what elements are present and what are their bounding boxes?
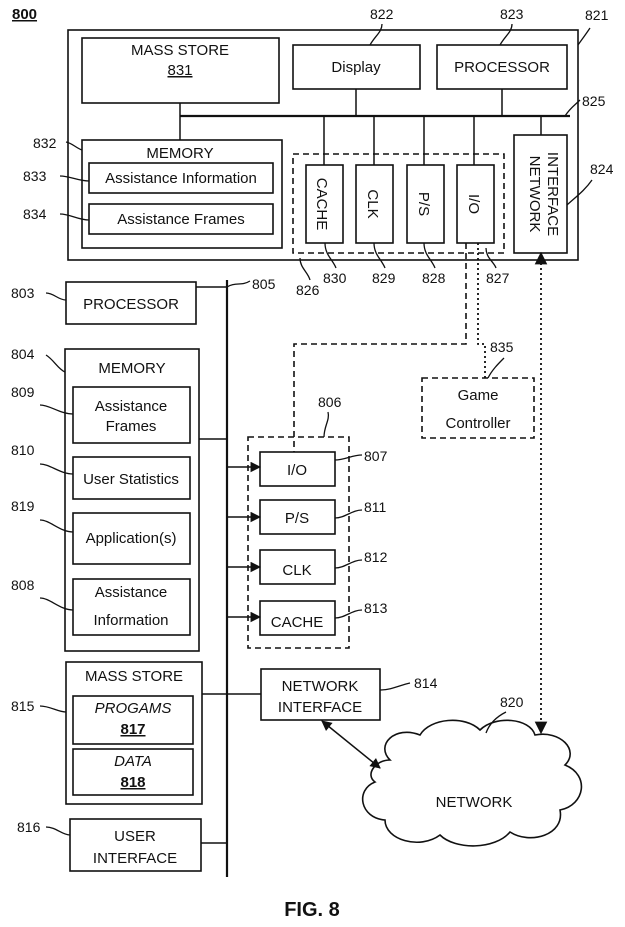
ref-main-bus: 805 [252,276,276,292]
programs-label: PROGAMS [95,700,172,717]
support-group [247,436,350,649]
game-controller-line1: Game [458,387,499,404]
network-label: NETWORK [436,794,513,811]
ref-top-io: 827 [486,270,510,286]
memory-item-2-line1: User Statistics [83,471,179,488]
ref-network: 820 [500,694,524,710]
top-support-ps-label: P/S [415,192,432,216]
figure-number: 800 [12,6,37,23]
top-memory-item-2-label: Assistance Frames [117,211,245,228]
user-interface-line2: INTERFACE [93,850,177,867]
top-ni-line2: INTERFACE [544,152,561,236]
memory-item-4-line1: Assistance [95,584,168,601]
network-interface-line1: NETWORK [282,678,359,695]
mass-store-data: DATA 818 [72,748,194,796]
memory-item-1-line1: Assistance [95,398,168,415]
ref-top-clk: 829 [372,270,396,286]
support-cache: CACHE [259,600,336,636]
memory-user-statistics: User Statistics [72,456,191,500]
support-cache-label: CACHE [271,614,324,631]
data-label: DATA [114,753,152,770]
support-ps: P/S [259,499,336,535]
ref-mass-store: 815 [11,698,35,714]
user-interface-box [69,818,202,872]
ref-top-system: 821 [585,7,609,23]
top-support-io: I/O [456,164,495,244]
data-ref: 818 [120,774,145,791]
ref-support-clk: 812 [364,549,388,565]
ref-game-controller: 835 [490,339,514,355]
ref-display: 822 [370,6,394,22]
top-mass-store-ref: 831 [167,62,192,79]
support-io: I/O [259,451,336,487]
top-memory-assistance-frames [88,203,274,235]
memory-item-4-line2: Information [93,612,168,629]
processor-box [65,281,197,325]
programs-ref: 817 [120,721,145,738]
memory-item-3-line1: Application(s) [86,530,177,547]
top-io-to-io-link [293,243,467,452]
network-cloud [361,719,583,847]
ref-user-interface: 816 [17,819,41,835]
ref-top-memory-item-1: 833 [23,168,47,184]
game-controller [421,377,535,439]
support-clk-label: CLK [282,562,311,579]
top-memory-assistance-information [88,162,274,194]
ref-support-ps: 811 [364,499,387,515]
ref-memory-item-4: 808 [11,577,35,593]
top-mass-store [81,37,280,104]
top-memory-label: MEMORY [146,145,213,162]
top-ni-line1: NETWORK [526,156,543,233]
top-support-cache: CACHE [305,164,344,244]
top-support-group [292,153,505,254]
top-support-cache-label: CACHE [313,178,330,231]
top-network-interface [513,134,568,254]
game-controller-line2: Controller [445,415,510,432]
ref-support-cache: 813 [364,600,388,616]
support-ps-label: P/S [285,510,309,527]
processor-label: PROCESSOR [83,296,179,313]
support-clk: CLK [259,549,336,585]
ref-top-processor: 823 [500,6,524,22]
ref-network-interface: 814 [414,675,438,691]
top-support-io-label: I/O [465,194,482,214]
mass-store-programs: PROGAMS 817 [72,695,194,745]
memory-label: MEMORY [98,360,165,377]
memory-item-1-line2: Frames [106,418,157,435]
ref-top-support-group: 826 [296,282,320,298]
figure-caption: FIG. 8 [284,899,340,921]
network-interface-box [260,668,381,721]
display-label: Display [331,59,381,76]
ref-memory-item-3: 819 [11,498,35,514]
top-support-clk: CLK [355,164,394,244]
network-interface-line2: INTERFACE [278,699,362,716]
ref-top-cache: 830 [323,270,347,286]
memory-assistance-information: Assistance Information [72,578,191,636]
ni-to-network-link [321,720,381,769]
ref-top-memory-item-2: 834 [23,206,47,222]
ref-memory: 804 [11,346,35,362]
ref-top-ps: 828 [422,270,446,286]
ref-top-memory: 832 [33,135,57,151]
memory-assistance-frames: Assistance Frames [72,386,191,444]
memory-applications: Application(s) [72,512,191,565]
ref-memory-item-1: 809 [11,384,35,400]
top-processor-label: PROCESSOR [454,59,550,76]
ref-processor: 803 [11,285,35,301]
top-io-to-game-controller-link [477,243,486,378]
top-support-clk-label: CLK [364,189,381,218]
ref-top-bus: 825 [582,93,606,109]
ref-support-io: 807 [364,448,388,464]
support-io-label: I/O [287,462,307,479]
ref-memory-item-2: 810 [11,442,35,458]
ref-support-group: 806 [318,394,342,410]
mass-store-label: MASS STORE [85,668,183,685]
top-mass-store-label: MASS STORE [131,42,229,59]
user-interface-line1: USER [114,828,156,845]
top-memory-item-1-label: Assistance Information [105,170,257,187]
top-support-ps: P/S [406,164,445,244]
ref-top-network-interface: 824 [590,161,614,177]
top-processor-box [436,44,568,90]
